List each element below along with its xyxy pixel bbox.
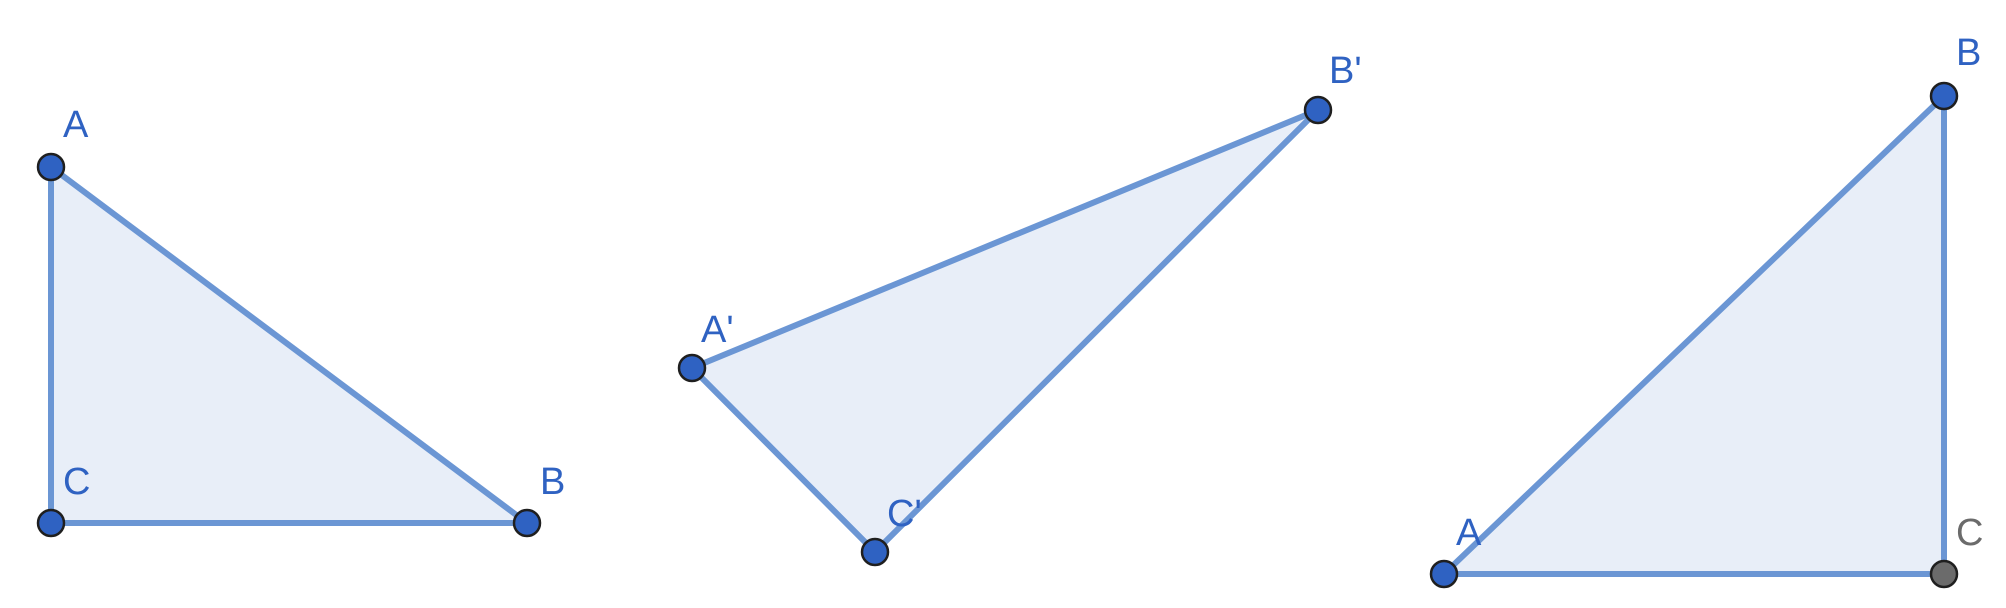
triangle-abc-prime: A' B' C' [677, 50, 1362, 567]
point-a[interactable] [36, 152, 66, 182]
triangle-abc-left: A B C [36, 104, 565, 538]
label-a: A [63, 104, 89, 146]
label-b-right: B [1956, 32, 1981, 74]
segment-c-prime-a-prime [689, 365, 878, 555]
label-a-prime: A' [701, 309, 734, 351]
label-c-prime: C' [887, 493, 922, 535]
label-a-right: A [1456, 512, 1482, 554]
label-c: C [63, 461, 90, 503]
segment-ab-right [1441, 93, 1947, 577]
point-c[interactable] [36, 508, 66, 538]
label-b: B [540, 461, 565, 503]
triangle-abc-prime-fill [692, 110, 1318, 552]
point-a-right[interactable] [1429, 559, 1459, 589]
point-c-right[interactable] [1929, 559, 1959, 589]
point-a-prime[interactable] [677, 353, 707, 383]
segment-ab [48, 164, 530, 526]
segment-a-prime-b-prime [689, 107, 1321, 371]
point-b-prime[interactable] [1303, 95, 1333, 125]
label-b-prime: B' [1329, 50, 1362, 92]
point-b-right[interactable] [1929, 81, 1959, 111]
segment-b-prime-c-prime [872, 107, 1321, 555]
triangle-abc-right: A B C [1429, 32, 1983, 589]
point-c-prime[interactable] [860, 537, 890, 567]
label-c-right: C [1956, 512, 1983, 554]
point-b[interactable] [512, 508, 542, 538]
